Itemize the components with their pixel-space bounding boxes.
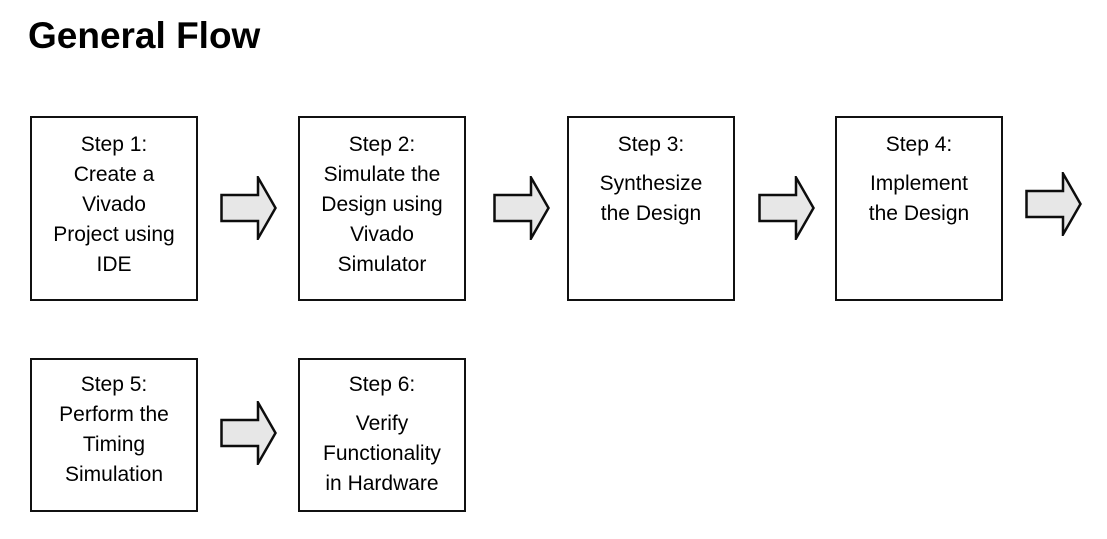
step-box-1: Step 1: Create a Vivado Project using ID… bbox=[30, 116, 198, 301]
step-box-6: Step 6: Verify Functionality in Hardware bbox=[298, 358, 466, 512]
flow-arrow-icon bbox=[220, 401, 277, 465]
step-box-2: Step 2: Simulate the Design using Vivado… bbox=[298, 116, 466, 301]
step-2-line: Simulator bbox=[337, 253, 427, 276]
step-5-heading: Step 5: bbox=[80, 373, 148, 396]
step-2-line: Simulate the bbox=[323, 163, 441, 186]
arrow-shape bbox=[220, 401, 277, 465]
step-6-line: in Hardware bbox=[325, 472, 439, 495]
arrow-shape bbox=[758, 176, 815, 240]
step-4-line: Implement bbox=[869, 172, 969, 195]
step-1-line: IDE bbox=[96, 253, 132, 276]
step-3-line: Synthesize bbox=[599, 172, 703, 195]
step-4-heading: Step 4: bbox=[885, 133, 953, 156]
page-title: General Flow bbox=[28, 15, 261, 56]
step-2-heading: Step 2: bbox=[348, 133, 416, 156]
step-1-line: Create a bbox=[73, 163, 155, 186]
flow-arrow-icon bbox=[493, 176, 550, 240]
step-1-line: Vivado bbox=[82, 193, 146, 216]
step-5-line: Perform the bbox=[59, 403, 169, 426]
step-box-4: Step 4: Implement the Design bbox=[835, 116, 1003, 301]
arrow-shape bbox=[220, 176, 277, 240]
step-2-line: Design using bbox=[321, 193, 443, 216]
step-6-line: Verify bbox=[355, 412, 409, 435]
step-box-5: Step 5: Perform the Timing Simulation bbox=[30, 358, 198, 512]
step-1-heading: Step 1: bbox=[80, 133, 148, 156]
step-5-line: Timing bbox=[82, 433, 146, 456]
step-1-line: Project using bbox=[53, 223, 175, 246]
flow-arrow-icon bbox=[220, 176, 277, 240]
step-3-heading: Step 3: bbox=[617, 133, 685, 156]
step-4-line: the Design bbox=[868, 202, 970, 225]
step-5-line: Simulation bbox=[64, 463, 164, 486]
step-3-line: the Design bbox=[600, 202, 702, 225]
flow-arrow-icon bbox=[1025, 172, 1082, 236]
step-6-heading: Step 6: bbox=[348, 373, 416, 396]
arrow-shape bbox=[493, 176, 550, 240]
step-6-line: Functionality bbox=[323, 442, 441, 465]
arrow-shape bbox=[1025, 172, 1082, 236]
step-2-line: Vivado bbox=[350, 223, 414, 246]
flow-arrow-icon bbox=[758, 176, 815, 240]
step-box-3: Step 3: Synthesize the Design bbox=[567, 116, 735, 301]
